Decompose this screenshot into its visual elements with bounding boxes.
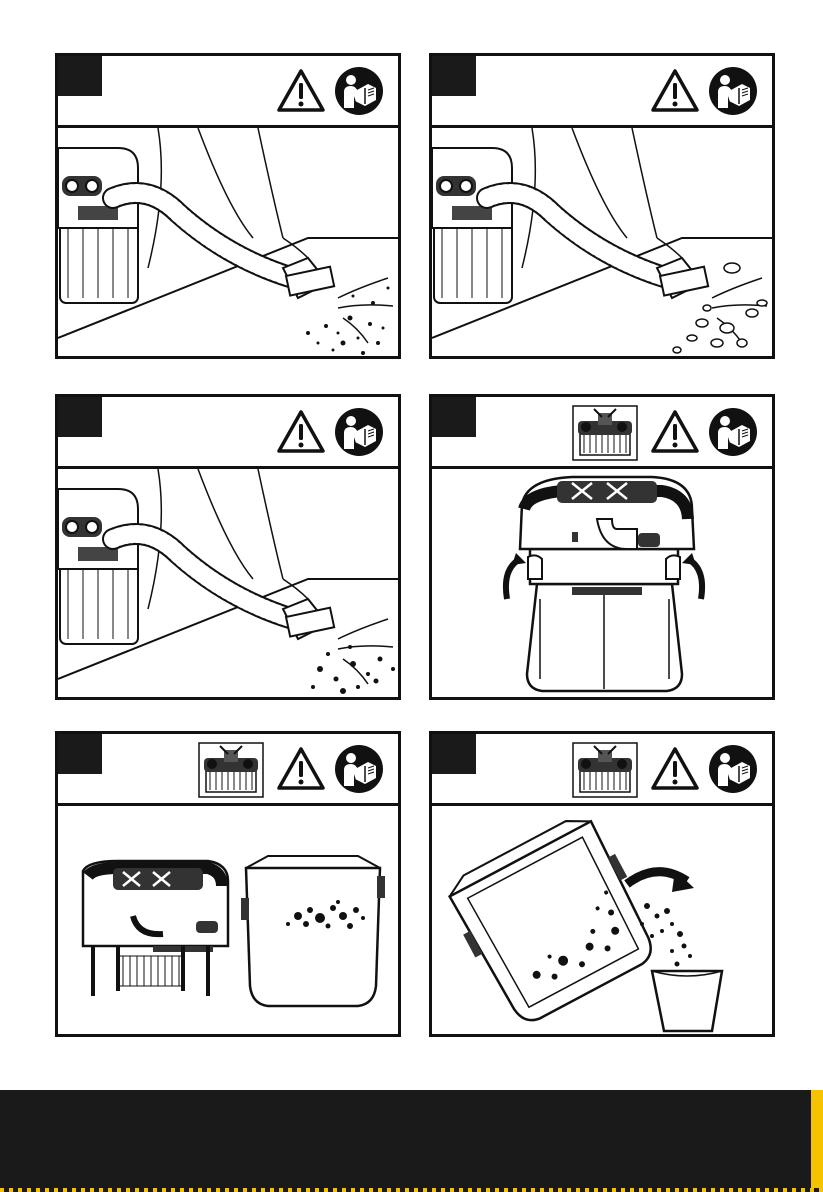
step-number-box bbox=[432, 56, 476, 96]
illustration-wet-pickup bbox=[432, 128, 772, 356]
footer-dotted-edge bbox=[0, 1188, 823, 1192]
read-manual-icon bbox=[334, 407, 384, 457]
illustration-empty-tank bbox=[432, 806, 772, 1034]
warning-triangle-icon bbox=[650, 746, 700, 792]
instruction-panel-1 bbox=[55, 53, 401, 359]
step-number-box bbox=[58, 734, 102, 774]
read-manual-icon bbox=[708, 407, 758, 457]
illustration-dust-pickup bbox=[58, 469, 398, 697]
read-manual-icon bbox=[708, 66, 758, 116]
read-manual-icon bbox=[708, 744, 758, 794]
step-number-box bbox=[432, 397, 476, 437]
panel-header bbox=[58, 397, 398, 469]
warning-triangle-icon bbox=[276, 746, 326, 792]
read-manual-icon bbox=[334, 66, 384, 116]
panel-header bbox=[432, 397, 772, 469]
warning-triangle-icon bbox=[276, 68, 326, 114]
step-number-box bbox=[58, 397, 102, 437]
illustration-dry-pickup bbox=[58, 128, 398, 356]
instruction-panel-5 bbox=[55, 731, 401, 1037]
warning-triangle-icon bbox=[276, 409, 326, 455]
instruction-panel-6 bbox=[429, 731, 775, 1037]
illustration-separate-head bbox=[58, 806, 398, 1034]
thumbnail-icon bbox=[572, 405, 638, 461]
panel-header bbox=[58, 56, 398, 128]
thumbnail-icon bbox=[572, 742, 638, 798]
illustration-unlatch-lid bbox=[432, 469, 772, 697]
footer-accent-stripe bbox=[811, 1090, 823, 1192]
step-number-box bbox=[432, 734, 476, 774]
footer-bar bbox=[0, 1090, 823, 1192]
warning-triangle-icon bbox=[650, 68, 700, 114]
panel-header bbox=[58, 734, 398, 806]
instruction-panel-3 bbox=[55, 394, 401, 700]
read-manual-icon bbox=[334, 744, 384, 794]
panel-header bbox=[432, 734, 772, 806]
thumbnail-icon bbox=[198, 742, 264, 798]
instruction-panel-4 bbox=[429, 394, 775, 700]
panel-header bbox=[432, 56, 772, 128]
warning-triangle-icon bbox=[650, 409, 700, 455]
step-number-box bbox=[58, 56, 102, 96]
instruction-panel-2 bbox=[429, 53, 775, 359]
